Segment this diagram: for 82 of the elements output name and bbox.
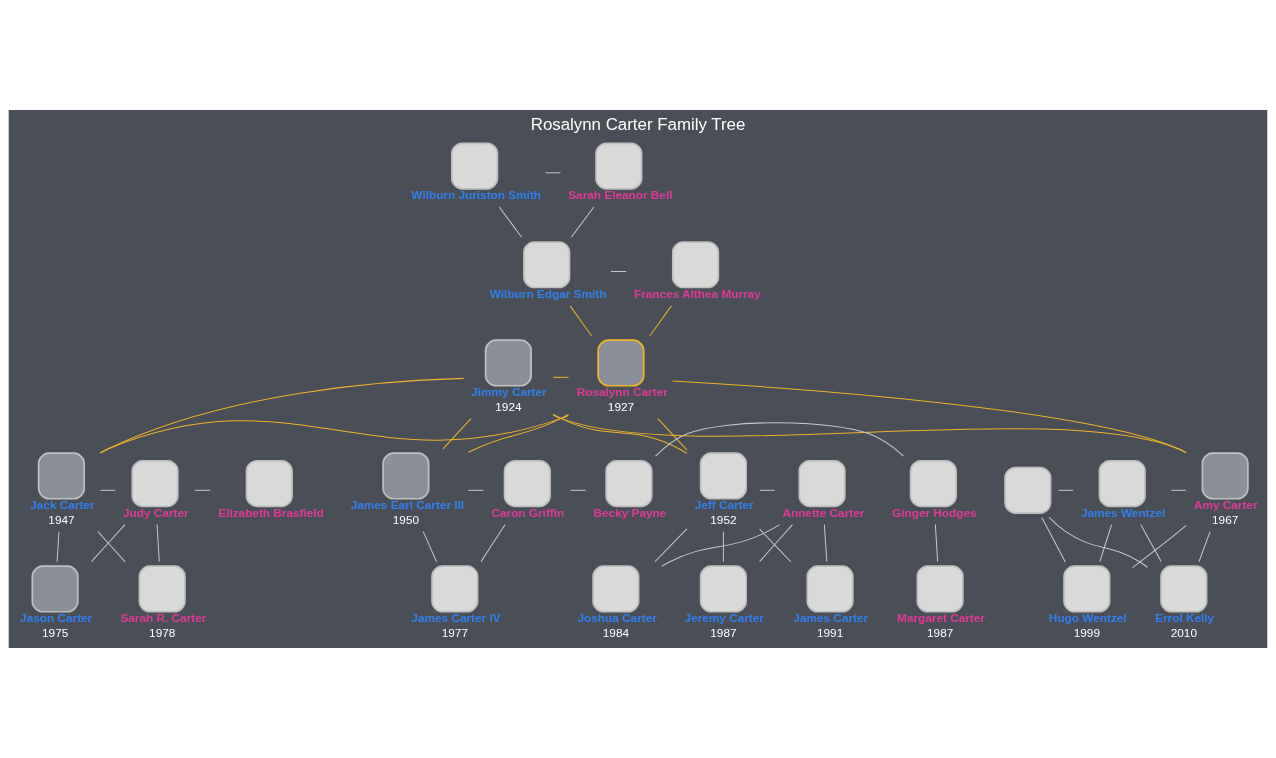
node-label: Jeff Carter — [694, 498, 754, 513]
connector — [552, 414, 1187, 454]
connector — [610, 270, 627, 272]
connector — [99, 377, 465, 454]
node-label: Wilburn Juriston Smith — [411, 188, 542, 203]
connector — [569, 489, 587, 491]
node-label: 1977 — [441, 626, 468, 641]
node-label: 1975 — [42, 626, 69, 641]
connector — [661, 524, 781, 567]
node-label: Hugo Wentzel — [1048, 611, 1127, 626]
node-label: 1967 — [1212, 513, 1239, 528]
connector — [1048, 516, 1148, 568]
connector — [442, 418, 472, 450]
connector — [655, 422, 905, 457]
connector — [1132, 524, 1187, 569]
node-label: Jason Carter — [20, 611, 93, 626]
connector — [759, 489, 776, 491]
node-label: James Earl Carter III — [350, 498, 465, 513]
connector — [654, 528, 688, 563]
connector — [823, 524, 828, 563]
node-label: 2010 — [1170, 626, 1197, 641]
node-label: Frances Althea Murray — [633, 286, 761, 301]
node-label: Joshua Carter — [577, 611, 657, 626]
node-label: James Carter IV — [411, 611, 501, 626]
node-label: Ginger Hodges — [892, 505, 977, 520]
node-label: Elizabeth Brasfield — [218, 505, 324, 520]
connector — [99, 415, 569, 454]
connector — [422, 531, 438, 563]
connector — [657, 418, 688, 451]
node-label: James Carter — [793, 611, 869, 626]
connector — [1041, 517, 1066, 563]
connector — [552, 376, 569, 378]
node-label: Becky Payne — [593, 505, 667, 520]
node-label: 1952 — [710, 513, 737, 528]
connector — [545, 172, 561, 174]
connector — [552, 413, 688, 455]
node-label: Sarah R. Carter — [120, 611, 207, 626]
connector — [1170, 489, 1187, 491]
node-label: 1927 — [607, 400, 635, 415]
connector — [97, 531, 126, 563]
connector — [1099, 524, 1113, 563]
connector — [91, 524, 126, 563]
node-label: 1978 — [149, 626, 176, 641]
connector — [934, 524, 939, 563]
connector — [1198, 531, 1211, 563]
connector — [100, 489, 116, 491]
node-label: Jimmy Carter — [471, 385, 547, 400]
node-label: Caron Griffin — [491, 505, 565, 520]
node-label: 1999 — [1073, 626, 1100, 641]
connector — [468, 413, 569, 453]
node-label: Jeremy Carter — [684, 611, 764, 626]
node-label: Annette Carter — [782, 505, 865, 520]
node-label: Judy Carter — [122, 505, 189, 520]
node-label: Errol Kelly — [1155, 611, 1215, 626]
diagram-title: Rosalynn Carter Family Tree — [530, 115, 746, 135]
node-label: 1950 — [392, 513, 420, 528]
node-label: Amy Carter — [1193, 498, 1258, 513]
node-label: 1947 — [48, 513, 75, 528]
node-label: Jack Carter — [30, 498, 95, 513]
node-label: 1924 — [495, 400, 522, 415]
connector — [194, 489, 211, 491]
connector — [467, 489, 484, 491]
connector — [722, 531, 724, 563]
node-label: Wilburn Edgar Smith — [489, 286, 607, 301]
connector — [649, 305, 672, 337]
node-label: Margaret Carter — [897, 611, 985, 626]
node-label: James Wentzel — [1080, 505, 1166, 520]
node-label: Sarah Eleanor Bell — [568, 188, 673, 203]
connector — [156, 524, 160, 563]
connector — [569, 305, 592, 337]
node-label: 1987 — [710, 626, 737, 641]
connector — [498, 206, 523, 238]
node-label: 1984 — [602, 626, 630, 641]
connector — [1057, 489, 1074, 491]
node-label: 1987 — [927, 626, 954, 641]
node-label: Rosalynn Carter — [576, 385, 668, 400]
connector — [672, 380, 1187, 454]
connector — [1140, 524, 1162, 563]
connector — [56, 531, 60, 563]
node-label: 1991 — [816, 626, 844, 641]
connector — [480, 524, 506, 563]
connector — [570, 206, 595, 238]
